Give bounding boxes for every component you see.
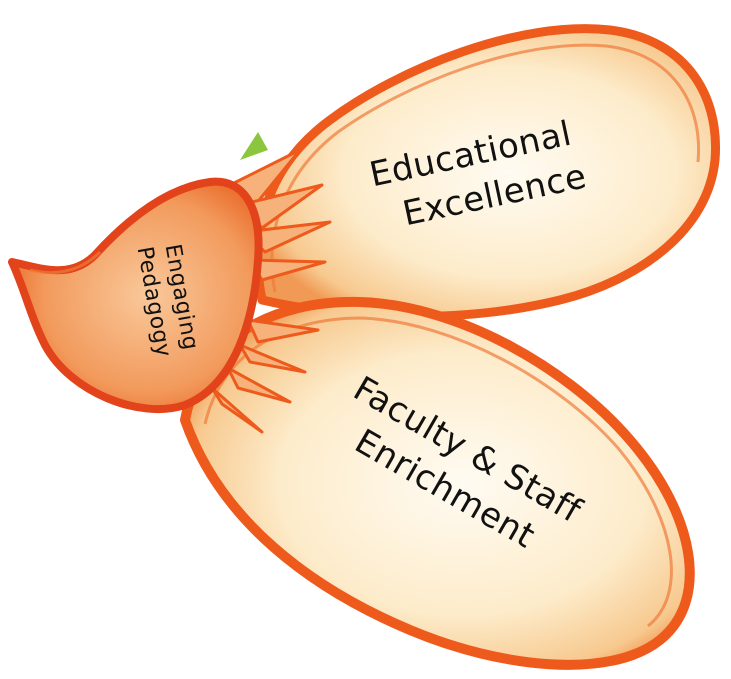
petal-top-shape: [258, 29, 716, 317]
base-engaging-pedagogy: [12, 182, 259, 409]
base-shape: [12, 182, 259, 409]
petal-educational-excellence: [258, 29, 716, 317]
